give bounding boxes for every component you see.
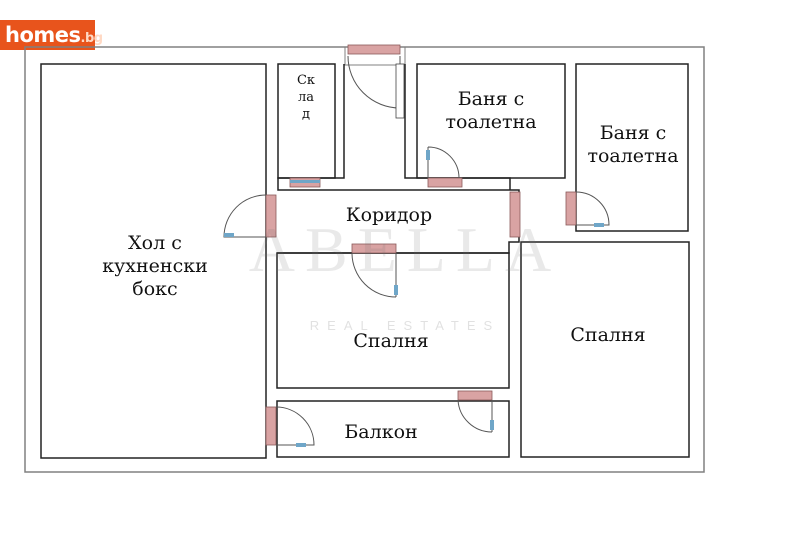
swing-balcony-living (275, 406, 315, 446)
watermark-tagline: REAL ESTATES (309, 318, 501, 333)
handle-6 (490, 420, 494, 430)
door-corridor-right (509, 191, 521, 238)
handle-2 (224, 233, 234, 237)
room-bathroom-2 (575, 63, 689, 232)
door-living-kitchen (265, 194, 277, 238)
handle-7 (290, 180, 320, 183)
corridor-wall (277, 64, 520, 254)
handle-3 (594, 223, 604, 227)
label-living-kitchen: Хол с кухненски бокс (102, 232, 208, 300)
swing-balcony-bedroom (457, 399, 493, 433)
door-entrance (347, 44, 401, 55)
swing-bathroom-2 (575, 191, 610, 226)
door-bathroom-2 (565, 191, 577, 226)
label-storage: Склад (296, 73, 316, 122)
door-balcony-living (265, 406, 277, 446)
handle-4 (394, 285, 398, 295)
homes-bg-logo[interactable]: homes.bg (0, 20, 103, 50)
label-bathroom-2: Баня с тоалетна (587, 122, 679, 167)
swing-bathroom-1 (427, 146, 460, 179)
label-bathroom-1: Баня с тоалетна (445, 88, 537, 133)
handle-1 (426, 150, 430, 160)
room-balcony (276, 400, 510, 458)
room-living-kitchen (40, 63, 267, 459)
label-corridor: Коридор (345, 204, 433, 226)
label-bedroom-2: Спалня (570, 324, 646, 346)
entrance-frame (395, 63, 405, 119)
watermark-brand: ABELLA (248, 214, 562, 285)
label-bedroom-1: Спалня (353, 330, 429, 352)
room-bedroom-2 (520, 241, 690, 458)
door-bathroom-1 (427, 177, 463, 188)
door-bedroom-1 (351, 243, 397, 254)
door-balcony-bedroom (457, 390, 493, 401)
handle-5 (296, 443, 306, 447)
label-balcony: Балкон (344, 421, 418, 443)
